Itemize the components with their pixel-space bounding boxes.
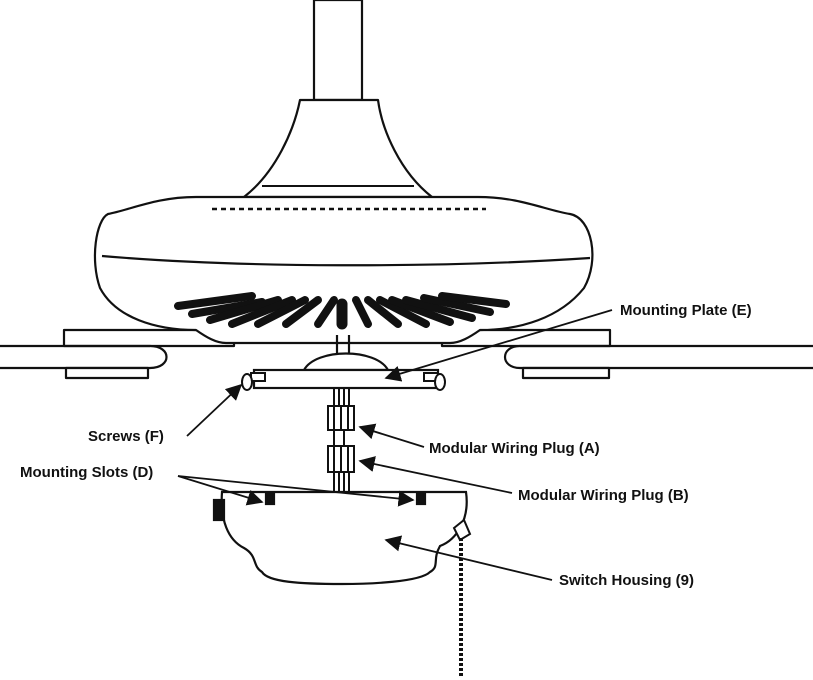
motor-dome (242, 98, 434, 199)
wiring (327, 388, 355, 492)
label-switch-housing: Switch Housing (9) (559, 572, 694, 589)
label-mounting-slots: Mounting Slots (D) (20, 464, 154, 481)
label-plug-b: Modular Wiring Plug (B) (518, 487, 689, 504)
right-blade (440, 328, 813, 380)
leader-lines (177, 309, 613, 581)
label-screws: Screws (F) (88, 428, 164, 445)
screws (241, 372, 446, 391)
downrod (312, 0, 364, 102)
label-mounting-plate: Mounting Plate (E) (620, 302, 752, 319)
pull-chain (452, 518, 472, 676)
motor-vents (174, 292, 510, 330)
left-blade (0, 328, 236, 380)
label-plug-a: Modular Wiring Plug (A) (429, 440, 600, 457)
switch-housing (212, 490, 468, 586)
